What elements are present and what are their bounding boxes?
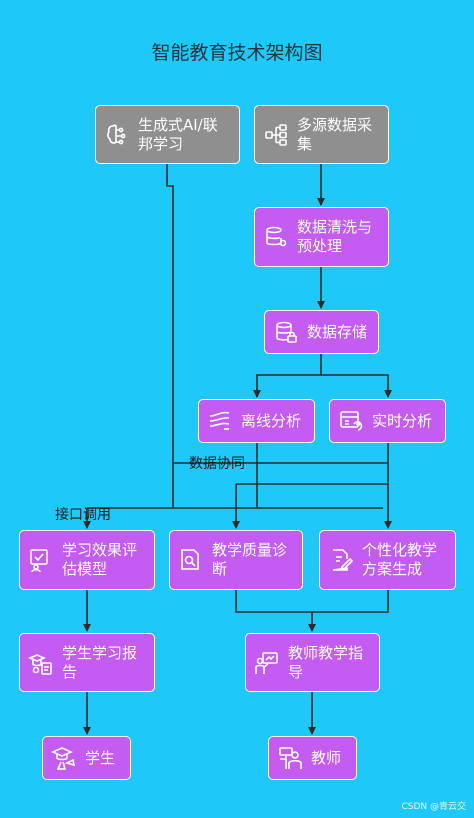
node-offline-analysis[interactable]: 离线分析 (198, 399, 315, 443)
node-label: 数据存储 (307, 322, 368, 341)
node-multi-source[interactable]: 多源数据采集 (254, 105, 389, 164)
node-label: 教师 (311, 748, 342, 767)
node-teacher-guide[interactable]: 教师教学指导 (245, 633, 380, 692)
stream-icon (209, 411, 230, 430)
node-gen-ai[interactable]: 生成式AI/联邦学习 (95, 105, 240, 164)
edge-genai-down (166, 164, 174, 508)
node-student[interactable]: 学生 (42, 736, 131, 780)
node-teaching-diagnosis[interactable]: 教学质量诊断 (169, 530, 303, 590)
network-icon (265, 123, 287, 146)
teacher-icon (279, 747, 302, 769)
node-label: 离线分析 (241, 411, 302, 430)
node-label: 教师教学指导 (288, 643, 364, 681)
brain-icon (107, 123, 126, 144)
node-label: 个性化教学方案生成 (362, 541, 438, 578)
calendar-refresh-icon (340, 411, 363, 431)
edge-store-realtime (321, 374, 392, 398)
edge-label-data-collab: 数据协同 (189, 456, 245, 472)
node-label: 实时分析 (372, 411, 433, 430)
node-teacher[interactable]: 教师 (268, 736, 357, 780)
watermark: CSDN @青云交 (401, 802, 466, 812)
node-learning-model[interactable]: 学习效果评估模型 (19, 530, 155, 590)
node-storage[interactable]: 数据存储 (264, 310, 379, 354)
edge-label-api-call: 接口调用 (55, 507, 111, 523)
teacher-board-icon (255, 651, 278, 674)
node-cleaning[interactable]: 数据清洗与预处理 (254, 207, 389, 267)
node-student-report[interactable]: 学生学习报告 (19, 633, 155, 692)
node-label: 多源数据采集 (297, 115, 373, 153)
graduate-report-icon (28, 653, 52, 675)
node-label: 学生 (85, 748, 116, 767)
edge-diag-merge (235, 590, 389, 613)
node-personalized-plan[interactable]: 个性化教学方案生成 (319, 530, 456, 590)
database-gear-icon (266, 226, 287, 247)
document-search-icon (181, 549, 199, 570)
checklist-person-icon (30, 549, 48, 573)
diagram-title: 智能教育技术架构图 (151, 42, 323, 64)
graduate-icon (51, 747, 76, 770)
database-lock-icon (276, 321, 297, 343)
node-label: 学生学习报告 (62, 643, 138, 681)
edge-store-offline (253, 354, 322, 398)
document-edit-icon (332, 549, 354, 571)
node-label: 生成式AI/联邦学习 (138, 115, 218, 153)
node-label: 教学质量诊断 (212, 541, 288, 578)
node-label: 数据清洗与预处理 (297, 218, 373, 255)
node-realtime-analysis[interactable]: 实时分析 (329, 399, 446, 443)
node-label: 学习效果评估模型 (62, 541, 138, 578)
